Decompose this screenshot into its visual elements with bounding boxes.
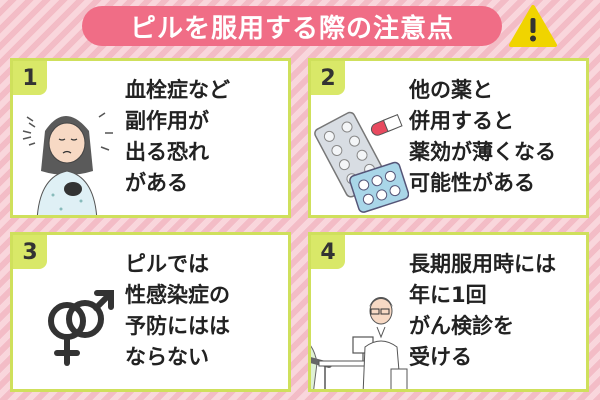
card-line: 年に1回 bbox=[409, 283, 487, 307]
gender-symbol-icon bbox=[48, 290, 114, 366]
doctor-consultation-illustration bbox=[311, 297, 408, 389]
card-line: 性感染症の bbox=[125, 283, 230, 307]
card-line: ピルでは bbox=[125, 252, 209, 276]
card-text: ピルでは 性感染症の 予防にはは ならない bbox=[125, 249, 230, 373]
card-line: がある bbox=[125, 171, 188, 195]
card-number: 1 bbox=[13, 61, 47, 95]
card-line: 出る恐れ bbox=[125, 140, 209, 164]
card-line: 併用すると bbox=[409, 109, 514, 133]
pills-illustration bbox=[314, 111, 409, 213]
page-title: ピルを服用する際の注意点 bbox=[129, 13, 454, 44]
card-text: 長期服用時には 年に1回 がん検診を 受ける bbox=[409, 249, 556, 373]
card-std-prevention: 3 ピルでは 性感染症の 予防にはは ならない bbox=[10, 232, 291, 392]
card-line: 可能性がある bbox=[409, 171, 535, 195]
card-line: 長期服用時には bbox=[409, 252, 556, 276]
card-number: 3 bbox=[13, 235, 47, 269]
card-line: 受ける bbox=[409, 345, 472, 369]
sick-woman-illustration bbox=[22, 112, 113, 215]
card-text: 血栓症など 副作用が 出る恐れ がある bbox=[125, 75, 230, 199]
card-number: 2 bbox=[311, 61, 345, 95]
card-side-effects: 1 血栓症など 副作用が 出る恐れ がある bbox=[10, 58, 291, 218]
card-line: 予防にはは bbox=[125, 314, 230, 338]
card-line: 薬効が薄くなる bbox=[409, 140, 556, 164]
warning-triangle-icon bbox=[509, 5, 557, 47]
card-line: ならない bbox=[125, 345, 209, 369]
card-line: 血栓症など bbox=[125, 78, 230, 102]
card-text: 他の薬と 併用すると 薬効が薄くなる 可能性がある bbox=[409, 75, 556, 199]
card-drug-interaction: 2 他の薬と 併用すると 薬効が薄くなる 可能性がある bbox=[308, 58, 589, 218]
card-line: 副作用が bbox=[125, 109, 209, 133]
card-cancer-screening: 4 長期服用時には 年に1回 がん検診を 受ける bbox=[308, 232, 589, 392]
card-line: 他の薬と bbox=[409, 78, 493, 102]
card-line: がん検診を bbox=[409, 314, 514, 338]
card-number: 4 bbox=[311, 235, 345, 269]
title-banner: ピルを服用する際の注意点 bbox=[82, 6, 502, 46]
